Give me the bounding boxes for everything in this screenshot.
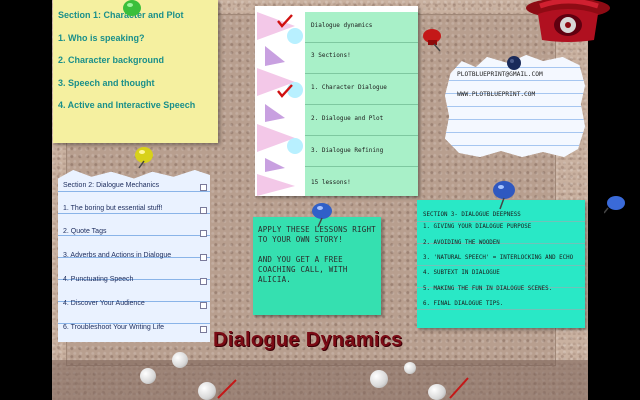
section3-item[interactable]: 4. Subtext in Dialogue: [423, 270, 500, 276]
red-pin-needle-icon: [449, 377, 469, 399]
contact-note[interactable]: plotblueprint@gmail.com www.plotblueprin…: [445, 55, 585, 157]
section2-item[interactable]: 4. Discover Your Audience: [63, 300, 145, 307]
pushpin-head-ball-icon: [370, 370, 388, 388]
pushpin-head-ball-icon: [140, 368, 156, 384]
section1-item[interactable]: 3. Speech and thought: [58, 77, 155, 88]
checkbox[interactable]: [200, 230, 207, 237]
section1-heading: Section 1: Character and Plot: [58, 10, 184, 20]
blue-pushpin-icon: [493, 181, 515, 210]
overview-item: Dialogue dynamics: [311, 22, 373, 29]
pushpin-head-ball-icon: [172, 352, 188, 368]
contact-website[interactable]: www.plotblueprint.com: [457, 91, 536, 98]
section2-item[interactable]: 3. Adverbs and Actions in Dialogue: [63, 252, 172, 259]
promo-note[interactable]: Apply these lessons right to your own st…: [253, 217, 381, 315]
section2-heading: Section 2: Dialogue Mechanics: [63, 182, 160, 189]
section2-item[interactable]: 4. Punctuating Speech: [63, 276, 134, 283]
section1-item[interactable]: 4. Active and Interactive Speech: [58, 100, 196, 110]
blue-pushpin-icon: [604, 196, 625, 214]
section2-item[interactable]: 1. The boring but essential stuff!: [63, 205, 163, 212]
section3-heading: Section 3- Dialogue Deepness: [423, 212, 521, 218]
overview-item[interactable]: 3. Dialogue Refining: [311, 147, 384, 154]
pushpin-head-ball-icon: [198, 382, 216, 400]
checkbox[interactable]: [200, 207, 207, 214]
checkbox[interactable]: [200, 302, 207, 309]
section3-item[interactable]: 2. Avoiding the Wooden: [423, 240, 500, 246]
red-checkmark-icon: [277, 84, 293, 98]
promo-line: Apply these lessons right to your own st…: [258, 225, 376, 244]
pushpin-head-ball-icon: [404, 362, 416, 374]
red-pushpin-icon: [423, 29, 441, 52]
red-checkmark-icon: [277, 14, 293, 28]
red-pin-needle-icon: [217, 379, 237, 399]
section3-note[interactable]: Section 3- Dialogue Deepness 1. Giving y…: [417, 200, 585, 328]
overview-item: 15 lessons!: [311, 179, 351, 186]
overview-item[interactable]: 2. Dialogue and Plot: [311, 115, 384, 122]
blue-pushpin-icon: [312, 203, 332, 228]
section1-item[interactable]: 2. Character background: [58, 55, 165, 65]
checkbox[interactable]: [200, 326, 207, 333]
section3-item[interactable]: 3. 'Natural Speech' = interlocking and e…: [423, 255, 574, 261]
yellow-pushpin-icon: [135, 147, 153, 169]
checkbox[interactable]: [200, 278, 207, 285]
overview-item[interactable]: 1. Character Dialogue: [311, 84, 387, 91]
section2-item[interactable]: 2. Quote Tags: [63, 228, 107, 235]
page-title: Dialogue Dynamics: [213, 329, 403, 351]
checkbox[interactable]: [200, 254, 207, 261]
section2-note[interactable]: Section 2: Dialogue Mechanics 1. The bor…: [58, 170, 210, 342]
contact-email[interactable]: plotblueprint@gmail.com: [457, 71, 543, 78]
overview-list: Dialogue dynamics 3 Sections! 1. Charact…: [305, 12, 418, 196]
navy-pushpin-icon: [507, 56, 521, 70]
section3-item[interactable]: 5. Making the fun in dialogue scenes.: [423, 286, 553, 292]
section1-note[interactable]: Section 1: Character and Plot 1. Who is …: [53, 0, 218, 143]
promo-line: And you get a free coaching call, with A…: [258, 255, 348, 284]
checkbox[interactable]: [200, 184, 207, 191]
green-pushpin-icon: [123, 0, 141, 16]
section2-item[interactable]: 6. Troubleshoot Your Writing Life: [63, 324, 165, 331]
section1-item[interactable]: 1. Who is speaking?: [58, 32, 145, 43]
triangle-pattern-icon: [257, 12, 303, 196]
red-telephone-icon[interactable]: [520, 0, 612, 44]
pushpin-head-ball-icon: [428, 384, 446, 400]
section3-item[interactable]: 6. Final dialogue tips.: [423, 301, 504, 307]
overview-card[interactable]: Dialogue dynamics 3 Sections! 1. Charact…: [255, 6, 418, 196]
overview-item: 3 Sections!: [311, 52, 351, 59]
section3-item[interactable]: 1. Giving your dialogue purpose: [423, 224, 532, 230]
corkboard-frame-bottom: [52, 360, 588, 400]
